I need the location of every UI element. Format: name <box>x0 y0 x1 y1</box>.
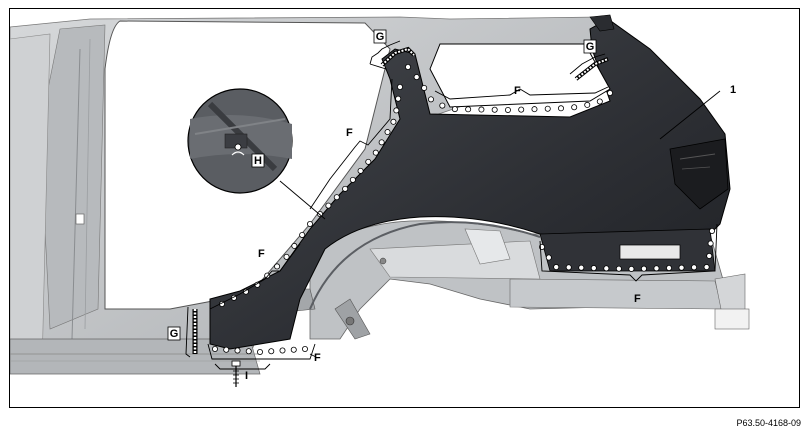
weld-row-rear-lower-dot <box>615 265 622 272</box>
weld-row-rear-lower-dot <box>590 265 597 272</box>
weld-row-pillar-dot <box>384 129 391 136</box>
weld-row-front-lower-dot <box>306 220 313 227</box>
weld-row-quarter-window-dot <box>439 102 446 109</box>
weld-row-pillar-dot <box>333 194 340 201</box>
weld-row-quarter-window-dot <box>478 106 485 113</box>
body-panel-illustration: G G G H 1 F F F F F I <box>10 14 750 387</box>
weld-row-pillar-dot <box>395 95 402 102</box>
weld-row-quarter-window-dot <box>421 84 428 91</box>
weld-row-rear-lower-dot <box>545 254 552 261</box>
label-f-pillar: F <box>346 127 353 139</box>
weld-row-rear-lower-dot <box>703 264 710 271</box>
label-g-top: G <box>373 29 387 44</box>
weld-row-front-lower-dot <box>299 231 306 238</box>
weld-row-pillar-dot <box>349 176 356 183</box>
weld-row-sill-dot <box>234 347 241 354</box>
weld-row-rear-lower-dot <box>691 264 698 271</box>
weld-row-quarter-window-dot <box>596 98 603 105</box>
detail-callout-h <box>187 88 293 194</box>
label-g-sill: G <box>167 326 181 341</box>
label-h: H <box>251 153 265 168</box>
weld-row-quarter-window-dot <box>531 106 538 113</box>
weld-row-rear-lower-dot <box>707 240 714 247</box>
seam-g-top <box>380 46 416 67</box>
label-f-rear-lower: F <box>634 293 641 305</box>
weld-row-rear-lower-dot <box>640 265 647 272</box>
weld-row-quarter-window-dot <box>491 106 498 113</box>
weld-row-sill-dot <box>268 348 275 355</box>
label-part-1: 1 <box>730 84 736 96</box>
weld-row-quarter-window-dot <box>571 104 578 111</box>
bracket-lines <box>185 40 721 370</box>
label-f-quarter-window: F <box>514 85 521 97</box>
weld-row-quarter-window-dot <box>465 106 472 113</box>
weld-row-rear-lower-dot <box>565 264 572 271</box>
weld-row-front-lower-dot <box>291 242 298 249</box>
weld-row-sill-dot <box>223 346 230 353</box>
weld-row-pillar-dot <box>372 149 379 156</box>
weld-row-rear-lower-dot <box>706 252 713 259</box>
label-h-text: H <box>254 155 262 167</box>
weld-row-sill-dot <box>211 345 218 352</box>
weld-row-pillar-dot <box>357 167 364 174</box>
label-f-front-lower: F <box>258 248 265 260</box>
weld-row-pillar-dot <box>390 118 397 125</box>
weld-row-rear-lower-dot <box>709 227 716 234</box>
diagram-frame: G G G H 1 F F F F F I <box>9 8 800 408</box>
weld-row-pillar-dot <box>365 158 372 165</box>
weld-row-sill-dot <box>279 347 286 354</box>
weld-row-rear-lower-dot <box>553 264 560 271</box>
weld-row-quarter-window-dot <box>504 106 511 113</box>
weld-row-rear-lower-dot <box>653 265 660 272</box>
weld-row-rear-lower-dot <box>603 265 610 272</box>
weld-row-quarter-window-dot <box>607 90 614 97</box>
weld-row-pillar-dot <box>325 202 332 209</box>
label-g-right: G <box>583 39 597 54</box>
weld-row-pillar-dot <box>393 107 400 114</box>
weld-row-quarter-window-dot <box>557 105 564 112</box>
weld-row-sill-dot <box>290 346 297 353</box>
weld-row-sill-dot <box>301 345 308 352</box>
weld-row-sill-dot <box>245 348 252 355</box>
weld-row-pillar-dot <box>378 139 385 146</box>
weld-row-sill-dot <box>256 348 263 355</box>
weld-row-pillar-dot <box>342 185 349 192</box>
weld-row-quarter-window-dot <box>413 74 420 81</box>
label-i: I <box>245 370 248 382</box>
reference-code: P63.50-4168-09 <box>736 418 801 428</box>
weld-row-quarter-window-dot <box>427 96 434 103</box>
side-panel-part-1 <box>209 14 731 350</box>
label-g-right-text: G <box>586 41 595 53</box>
weld-row-rear-lower-dot <box>666 264 673 271</box>
weld-spot-rows <box>211 64 716 355</box>
weld-row-pillar-dot <box>396 84 403 91</box>
label-f-sill: F <box>314 352 321 364</box>
weld-row-quarter-window-dot <box>518 106 525 113</box>
weld-row-quarter-window-dot <box>584 101 591 108</box>
label-g-top-text: G <box>376 31 385 43</box>
seam-g-right <box>574 57 609 81</box>
weld-row-quarter-window-dot <box>544 105 551 112</box>
weld-row-quarter-window-dot <box>404 64 411 71</box>
weld-row-rear-lower-dot <box>578 264 585 271</box>
weld-row-rear-lower-dot <box>628 265 635 272</box>
weld-row-front-lower-dot <box>283 253 290 260</box>
weld-row-rear-lower-dot <box>678 264 685 271</box>
weld-row-front-lower-dot <box>274 263 281 270</box>
weld-row-quarter-window-dot <box>451 106 458 113</box>
stud-i <box>231 360 241 387</box>
label-g-sill-text: G <box>170 328 179 340</box>
